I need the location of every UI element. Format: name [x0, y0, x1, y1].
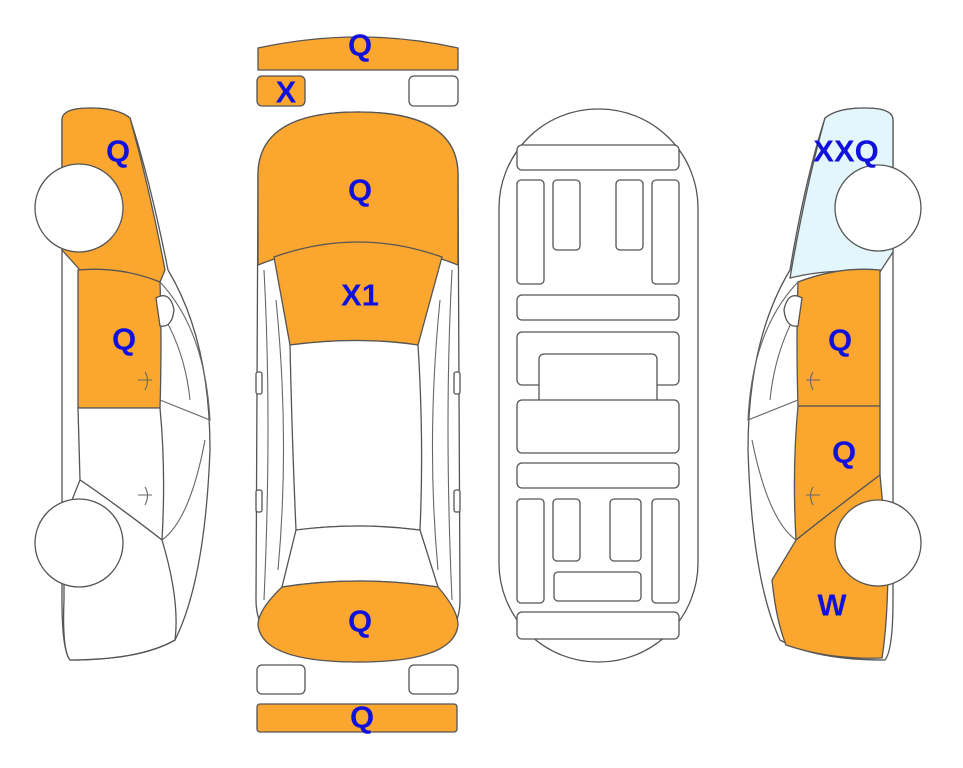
- right-rear-wheel-icon: [834, 499, 922, 587]
- right-window-line: [751, 439, 797, 541]
- rear-left-light-panel[interactable]: [256, 664, 306, 695]
- underside-cell: [516, 294, 680, 321]
- underside-cell: [553, 571, 642, 602]
- rear-right-light-panel[interactable]: [408, 664, 459, 695]
- right-handle: [453, 489, 461, 513]
- underside-cell: [552, 179, 581, 251]
- left-side-contour: [263, 269, 269, 601]
- underside-cell: [651, 498, 680, 604]
- right-door-handle: [806, 486, 820, 506]
- left-front-fender-code: Q: [106, 134, 130, 169]
- left-front-door-code: Q: [112, 322, 136, 357]
- rear-bumper-panel[interactable]: [256, 703, 458, 733]
- underside-cell: [609, 498, 642, 562]
- hood-code: Q: [348, 173, 372, 208]
- left-front-door-panel[interactable]: [77, 268, 162, 409]
- underside-cell: [651, 179, 680, 285]
- left-rear-wheel-icon: [34, 498, 124, 588]
- left-door-handle: [138, 371, 152, 391]
- right-door-handle: [806, 371, 820, 391]
- left-mirror: [255, 371, 263, 395]
- front-bumper-code: Q: [348, 28, 372, 63]
- underside-cell: [516, 144, 680, 171]
- front-right-light-panel[interactable]: [408, 75, 459, 107]
- right-mirror-shape: [783, 295, 803, 327]
- underside-cell: [516, 179, 545, 285]
- left-door-handle: [138, 486, 152, 506]
- right-side-view: XXQ Q Q W: [747, 107, 922, 661]
- left-inner-contour: [275, 299, 285, 571]
- underside-cell: [552, 498, 581, 562]
- left-handle: [255, 489, 263, 513]
- rear-window-panel[interactable]: [281, 525, 439, 588]
- right-front-door-code: Q: [828, 323, 852, 358]
- left-side-view: Q Q: [34, 107, 211, 661]
- trunk-code: Q: [348, 604, 372, 639]
- right-mirror: [453, 371, 461, 395]
- left-window-line: [159, 281, 211, 421]
- underside-cell: [516, 462, 680, 489]
- front-left-light-panel[interactable]: [256, 75, 306, 107]
- right-front-door-panel[interactable]: [796, 268, 881, 407]
- underside-view: [498, 108, 699, 663]
- top-view: Q X Q X1 Q Q: [255, 28, 461, 735]
- front-bumper-panel[interactable]: [257, 36, 459, 71]
- underside-cell: [516, 611, 680, 640]
- underside-cell: [516, 498, 545, 604]
- right-front-fender-code: XXQ: [813, 134, 878, 169]
- underside-cell: [516, 399, 680, 454]
- right-rear-door-code: Q: [832, 435, 856, 470]
- windshield-code: X1: [341, 278, 379, 313]
- left-mirror-shape: [155, 295, 175, 327]
- right-rear-fender-code: W: [817, 588, 847, 623]
- right-window-line: [747, 281, 799, 421]
- roof-panel[interactable]: [289, 339, 423, 531]
- left-window-line: [161, 439, 206, 541]
- rear-bumper-code: Q: [350, 700, 374, 735]
- front-left-light-code: X: [276, 75, 297, 110]
- trunk-panel[interactable]: [257, 580, 459, 663]
- right-inner-contour: [431, 299, 441, 571]
- right-side-contour: [447, 269, 453, 601]
- left-front-wheel-icon: [34, 163, 124, 253]
- right-front-wheel-icon: [834, 164, 922, 252]
- underside-cell: [615, 179, 644, 251]
